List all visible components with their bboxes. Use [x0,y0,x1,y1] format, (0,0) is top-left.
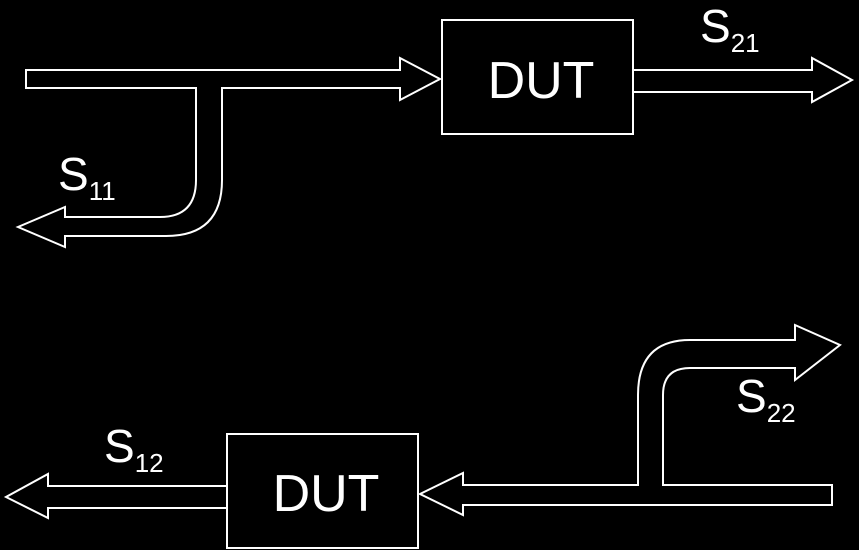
s12-label: S12 [104,420,164,478]
bottom-dut-label: DUT [273,465,380,523]
s11-label: S11 [58,148,116,206]
s22-label: S22 [736,370,796,428]
top-dut-box [441,19,634,135]
bottom-transmitted-arrow [3,472,226,520]
top-transmitted-arrow [634,56,855,104]
s21-label: S21 [700,0,760,58]
top-incident-arrow [15,56,443,249]
bottom-dut-box [226,433,419,549]
top-dut-label: DUT [488,52,595,110]
bottom-incident-arrow [417,323,842,517]
